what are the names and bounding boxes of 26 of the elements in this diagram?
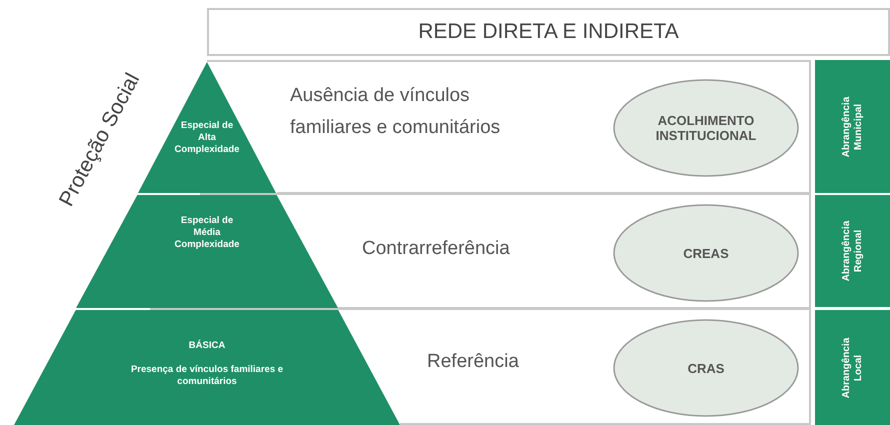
service-label: CRAS [688, 360, 724, 376]
header-box [207, 8, 890, 56]
scope-panel [815, 310, 890, 425]
tier-title: Especial de Média Complexidade [174, 215, 240, 251]
scope-panel [815, 60, 890, 193]
row-panel [338, 193, 811, 309]
header-text: REDE DIRETA E INDIRETA [418, 20, 679, 44]
row-text: Contrarreferência [362, 237, 510, 261]
row-text: Ausência de vínculos familiares e comunitários [290, 84, 502, 140]
row-panel [277, 60, 811, 194]
service-label: CREAS [683, 246, 729, 260]
service-ellipse [612, 203, 800, 303]
tier-title: BÁSICA [188, 340, 226, 352]
tier-title: Especial de Alta Complexidade [174, 120, 240, 156]
scope-label: Abrangência Municipal [840, 95, 864, 159]
pyramid-tier [138, 62, 276, 193]
service-label: ACOLHIMENTO INSTITUCIONAL [654, 113, 758, 143]
scope-label: Abrangência Regional [840, 220, 864, 284]
service-ellipse [612, 78, 800, 178]
scope-label: Abrangência Local [840, 336, 864, 400]
pyramid-tier [14, 310, 400, 425]
row-panel [400, 308, 811, 425]
scope-panel [815, 195, 890, 307]
tier-description: Presença de vínculos familiares e comunitários [130, 364, 284, 388]
row-text: Referência [427, 350, 519, 374]
service-ellipse [612, 318, 800, 418]
